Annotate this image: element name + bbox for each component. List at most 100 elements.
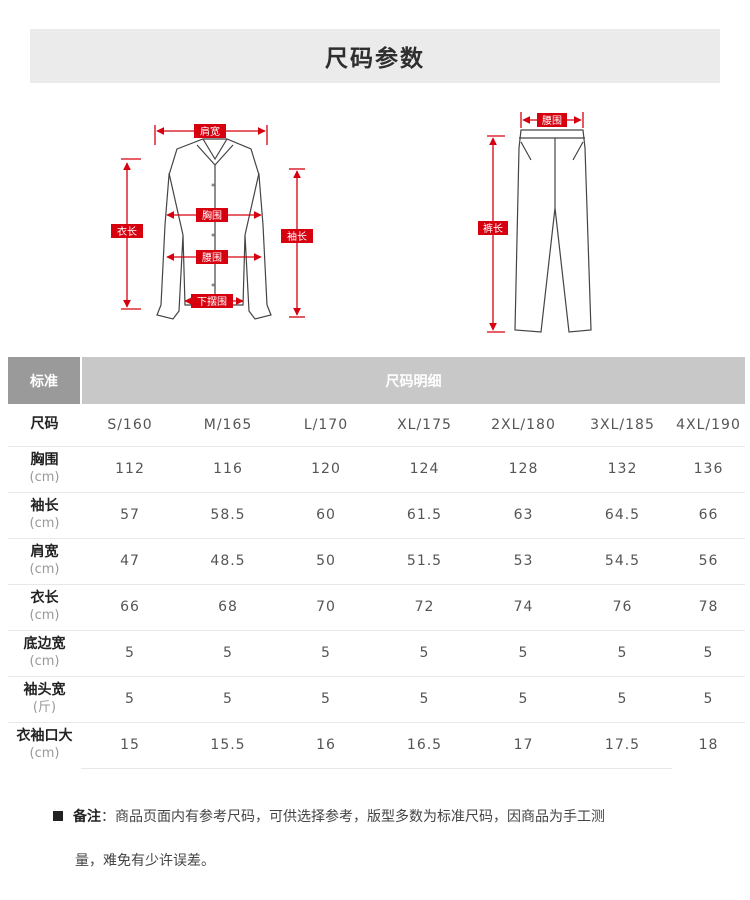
header-detail: 尺码明细 [79,357,746,404]
row-label: 袖头宽 (斤) [8,676,81,723]
table-cell: 51.5 [375,538,474,585]
pants-outline [514,129,592,333]
table-cell: 57 [81,492,179,539]
pants-labels: 腰围 裤长 [478,113,567,235]
table-cell: 16 [277,722,375,769]
table-cell: 5 [474,676,573,723]
shoulder-label: 肩宽 [200,125,220,138]
table-cell: 58.5 [179,492,277,539]
page-title: 尺码参数 [325,46,425,72]
header-standard: 标准 [8,357,81,404]
row-label: 胸围 (cm) [8,446,81,493]
row-unit: (cm) [29,470,60,485]
table-cell: 48.5 [179,538,277,585]
table-cell: 47 [81,538,179,585]
row-label-text: 袖头宽 [23,682,66,698]
table-cell: 16.5 [375,722,474,769]
size-row-label: 尺码 [8,404,81,447]
table-cell: 116 [179,446,277,493]
shirt-labels: 肩宽 衣长 胸围 袖长 腰围 下摆围 [111,124,313,308]
table-cell: 128 [474,446,573,493]
table-row: 衣袖口大(cm) 15 15.5 16 16.5 17 17.5 18 [8,722,745,769]
table-cell: 124 [375,446,474,493]
table-cell: 17.5 [573,722,672,769]
table-cell: 61.5 [375,492,474,539]
size-cell: S/160 [81,404,179,447]
pants-diagram: 腰围 裤长 [478,112,592,333]
table-cell: 53 [474,538,573,585]
table-row: 袖长 (cm) 57 58.5 60 61.5 63 64.5 66 [8,492,746,539]
table-cell: 76 [573,584,672,631]
table-cell: 5 [375,630,474,677]
hem-label: 下摆围 [197,295,227,308]
title-bar: 尺码参数 [30,29,720,83]
row-label: 肩宽 (cm) [8,538,81,585]
row-unit: (cm) [29,746,60,762]
shirt-diagram: 肩宽 衣长 胸围 袖长 腰围 下摆围 [111,124,313,320]
size-row: 尺码 S/160 M/165 L/170 XL/175 2XL/180 3XL/… [8,404,746,447]
row-label-text: 衣长 [30,590,59,606]
table-cell: 112 [81,446,179,493]
table-row: 胸围 (cm) 112 116 120 124 128 132 136 [8,446,746,493]
table-cell: 5 [474,630,573,677]
table-cell: 78 [672,584,746,631]
row-label-text: 胸围 [30,452,59,468]
sleeve-label: 袖长 [287,230,307,243]
row-label-text: 衣袖口大 [16,728,73,745]
row-unit: (cm) [29,516,60,531]
row-label: 袖长 (cm) [8,492,81,539]
row-label-text: 底边宽 [23,636,66,652]
row-label-text: 袖长 [30,498,59,514]
row-label: 衣袖口大(cm) [8,722,81,768]
length-label: 衣长 [117,225,137,238]
table-cell: 120 [277,446,375,493]
row-unit: (cm) [29,562,60,577]
size-cell: 2XL/180 [474,404,573,447]
table-cell: 64.5 [573,492,672,539]
table-header-row: 标准 尺码明细 [8,357,746,404]
size-cell: L/170 [277,404,375,447]
table-row: 衣长(cm) 66 68 70 72 74 76 78 [8,584,746,631]
table-cell: 15.5 [179,722,277,769]
table-cell: 66 [672,492,746,539]
table-cell: 5 [179,676,277,723]
table-cell: 5 [81,676,179,723]
table-row: 肩宽 (cm) 47 48.5 50 51.5 53 54.5 56 [8,538,746,585]
table-cell: 5 [573,630,672,677]
table-cell: 60 [277,492,375,539]
table-cell: 136 [672,446,746,493]
row-label: 底边宽 (cm) [8,630,81,677]
note: 备注：商品页面内有参考尺码，可供选择参考，版型多数为标准尺码，因商品为手工测 量… [53,795,713,883]
shirt-outline [156,138,272,320]
size-cell: 4XL/190 [672,404,746,447]
note-line-1: 备注：商品页面内有参考尺码，可供选择参考，版型多数为标准尺码，因商品为手工测 [53,795,713,839]
row-unit: (斤) [32,700,57,715]
table-cell: 56 [672,538,746,585]
row-unit: (cm) [29,654,60,669]
table-cell: 54.5 [573,538,672,585]
table-cell: 74 [474,584,573,631]
table-cell: 72 [375,584,474,631]
table-cell: 132 [573,446,672,493]
note-line-2: 量，难免有少许误差。 [75,853,215,869]
size-cell: XL/175 [375,404,474,447]
table-cell: 5 [277,630,375,677]
size-cell: M/165 [179,404,277,447]
table-row: 袖头宽 (斤) 5 5 5 5 5 5 5 [8,676,746,723]
table-cell: 18 [698,737,719,754]
waist-label: 腰围 [202,252,222,264]
square-bullet-icon [53,811,63,821]
table-cell: 50 [277,538,375,585]
table-cell: 15 [81,722,179,769]
table-cell: 5 [375,676,474,723]
table-cell: 5 [573,676,672,723]
table-cell: 5 [277,676,375,723]
table-cell: 5 [672,676,746,723]
table-cell: 63 [474,492,573,539]
row-unit: (cm) [29,608,60,623]
pants-length-label: 裤长 [483,222,503,235]
chest-label: 胸围 [202,209,222,222]
row-label-text: 肩宽 [30,544,59,560]
table-cell: 70 [277,584,375,631]
table-cell: 68 [179,584,277,631]
